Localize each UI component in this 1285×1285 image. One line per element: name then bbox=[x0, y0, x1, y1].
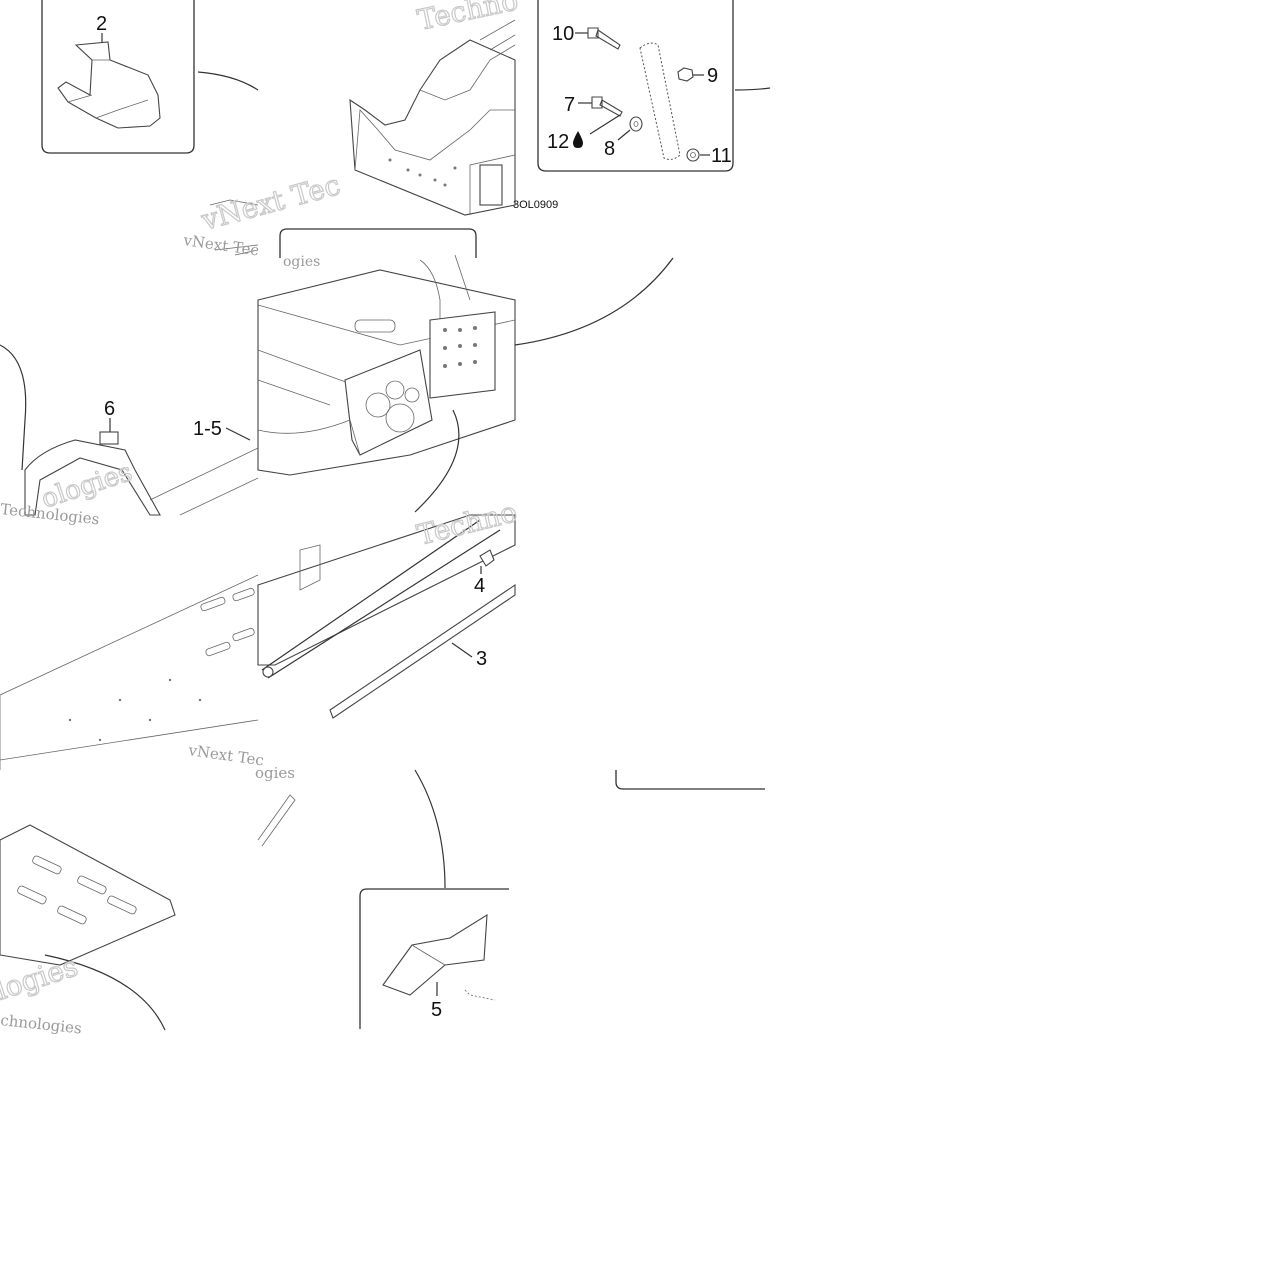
watermark-1: Techno bbox=[415, 0, 521, 37]
part-11-nut bbox=[686, 148, 700, 162]
panel-top-middle: Techno 3OL0909 bbox=[349, 0, 558, 216]
part-2-bracket bbox=[57, 41, 161, 129]
part-10-bolt bbox=[587, 27, 621, 50]
part-7-bolt bbox=[591, 96, 623, 117]
callout-12: 12 bbox=[547, 131, 569, 153]
part-4-clip bbox=[479, 549, 495, 567]
detail-box-hardware: 10 9 7 12 8 11 bbox=[537, 0, 771, 172]
panel-left-middle: 6 1-5 ologies Technologies bbox=[0, 344, 259, 528]
callout-10: 10 bbox=[552, 23, 574, 45]
part-3-slide bbox=[329, 583, 516, 719]
figure-code: 3OL0909 bbox=[513, 199, 558, 211]
callout-1-5: 1-5 bbox=[193, 418, 222, 440]
part-6-bumper bbox=[24, 439, 161, 516]
detail-box-part-5: 5 bbox=[359, 769, 509, 1029]
watermark-7: ogies bbox=[255, 764, 295, 782]
callout-8: 8 bbox=[604, 138, 615, 160]
panel-left-bottom: ogies logies chnologies bbox=[0, 764, 296, 1038]
part-strap-outline bbox=[639, 42, 681, 160]
callout-7: 7 bbox=[564, 94, 575, 116]
callout-11: 11 bbox=[711, 145, 732, 167]
part-9-nut bbox=[677, 67, 694, 82]
watermark-8b: chnologies bbox=[0, 1011, 83, 1037]
panel-left-lower: vNext Tec bbox=[0, 574, 265, 770]
panel-center: ogies bbox=[257, 228, 674, 513]
watermark-2: vNext Tec bbox=[181, 231, 260, 260]
glue-drop-icon bbox=[573, 131, 583, 148]
callout-3: 3 bbox=[476, 648, 487, 670]
detail-box-part-2: 2 bbox=[41, 0, 259, 154]
part-8-washer bbox=[629, 116, 643, 132]
panel-center-lower: 4 3 Techno bbox=[257, 495, 521, 719]
watermark-5: vNext Tec bbox=[186, 741, 265, 770]
callout-5: 5 bbox=[431, 999, 442, 1021]
watermark-4b: Technologies bbox=[0, 500, 100, 528]
callout-6: 6 bbox=[104, 398, 115, 420]
watermark-2a: vNext Tec bbox=[197, 168, 343, 237]
detail-box-right-lower bbox=[615, 770, 765, 790]
callout-2: 2 bbox=[96, 13, 107, 35]
callout-4: 4 bbox=[474, 575, 485, 597]
part-5-plate bbox=[382, 913, 488, 996]
callout-9: 9 bbox=[707, 65, 718, 87]
watermark-3: ogies bbox=[283, 254, 320, 270]
